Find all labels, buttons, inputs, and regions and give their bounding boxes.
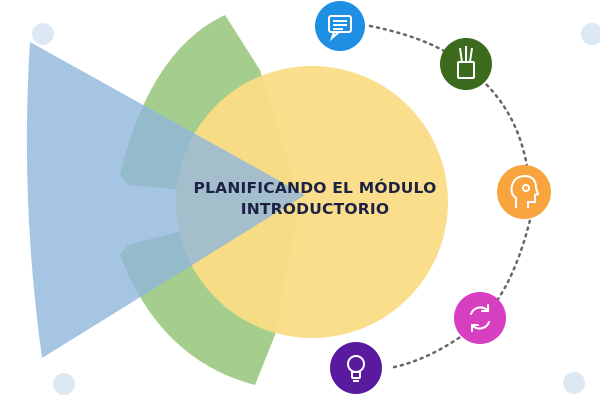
node-pencil-cup [440, 38, 492, 90]
title-line-1: PLANIFICANDO EL MÓDULO [193, 179, 437, 197]
pencil-cup-icon [457, 46, 475, 79]
title-line-2: INTRODUCTORIO [240, 200, 390, 218]
bg-dot [581, 23, 600, 45]
bg-dot [563, 372, 585, 394]
center-circle [176, 66, 448, 338]
node-refresh [454, 292, 506, 344]
node-head-gear [497, 165, 551, 219]
node-light-bulb [330, 342, 382, 394]
blue-fan-shape [26, 42, 305, 358]
bg-dot [53, 373, 75, 395]
node-speech [315, 1, 365, 51]
diagram-title: PLANIFICANDO EL MÓDULO INTRODUCTORIO [180, 178, 450, 220]
speech-bubble-icon [328, 15, 352, 42]
head-gear-icon [510, 174, 540, 208]
refresh-cycle-icon [470, 304, 490, 332]
light-bulb-icon [347, 355, 365, 382]
bg-dot [32, 23, 54, 45]
